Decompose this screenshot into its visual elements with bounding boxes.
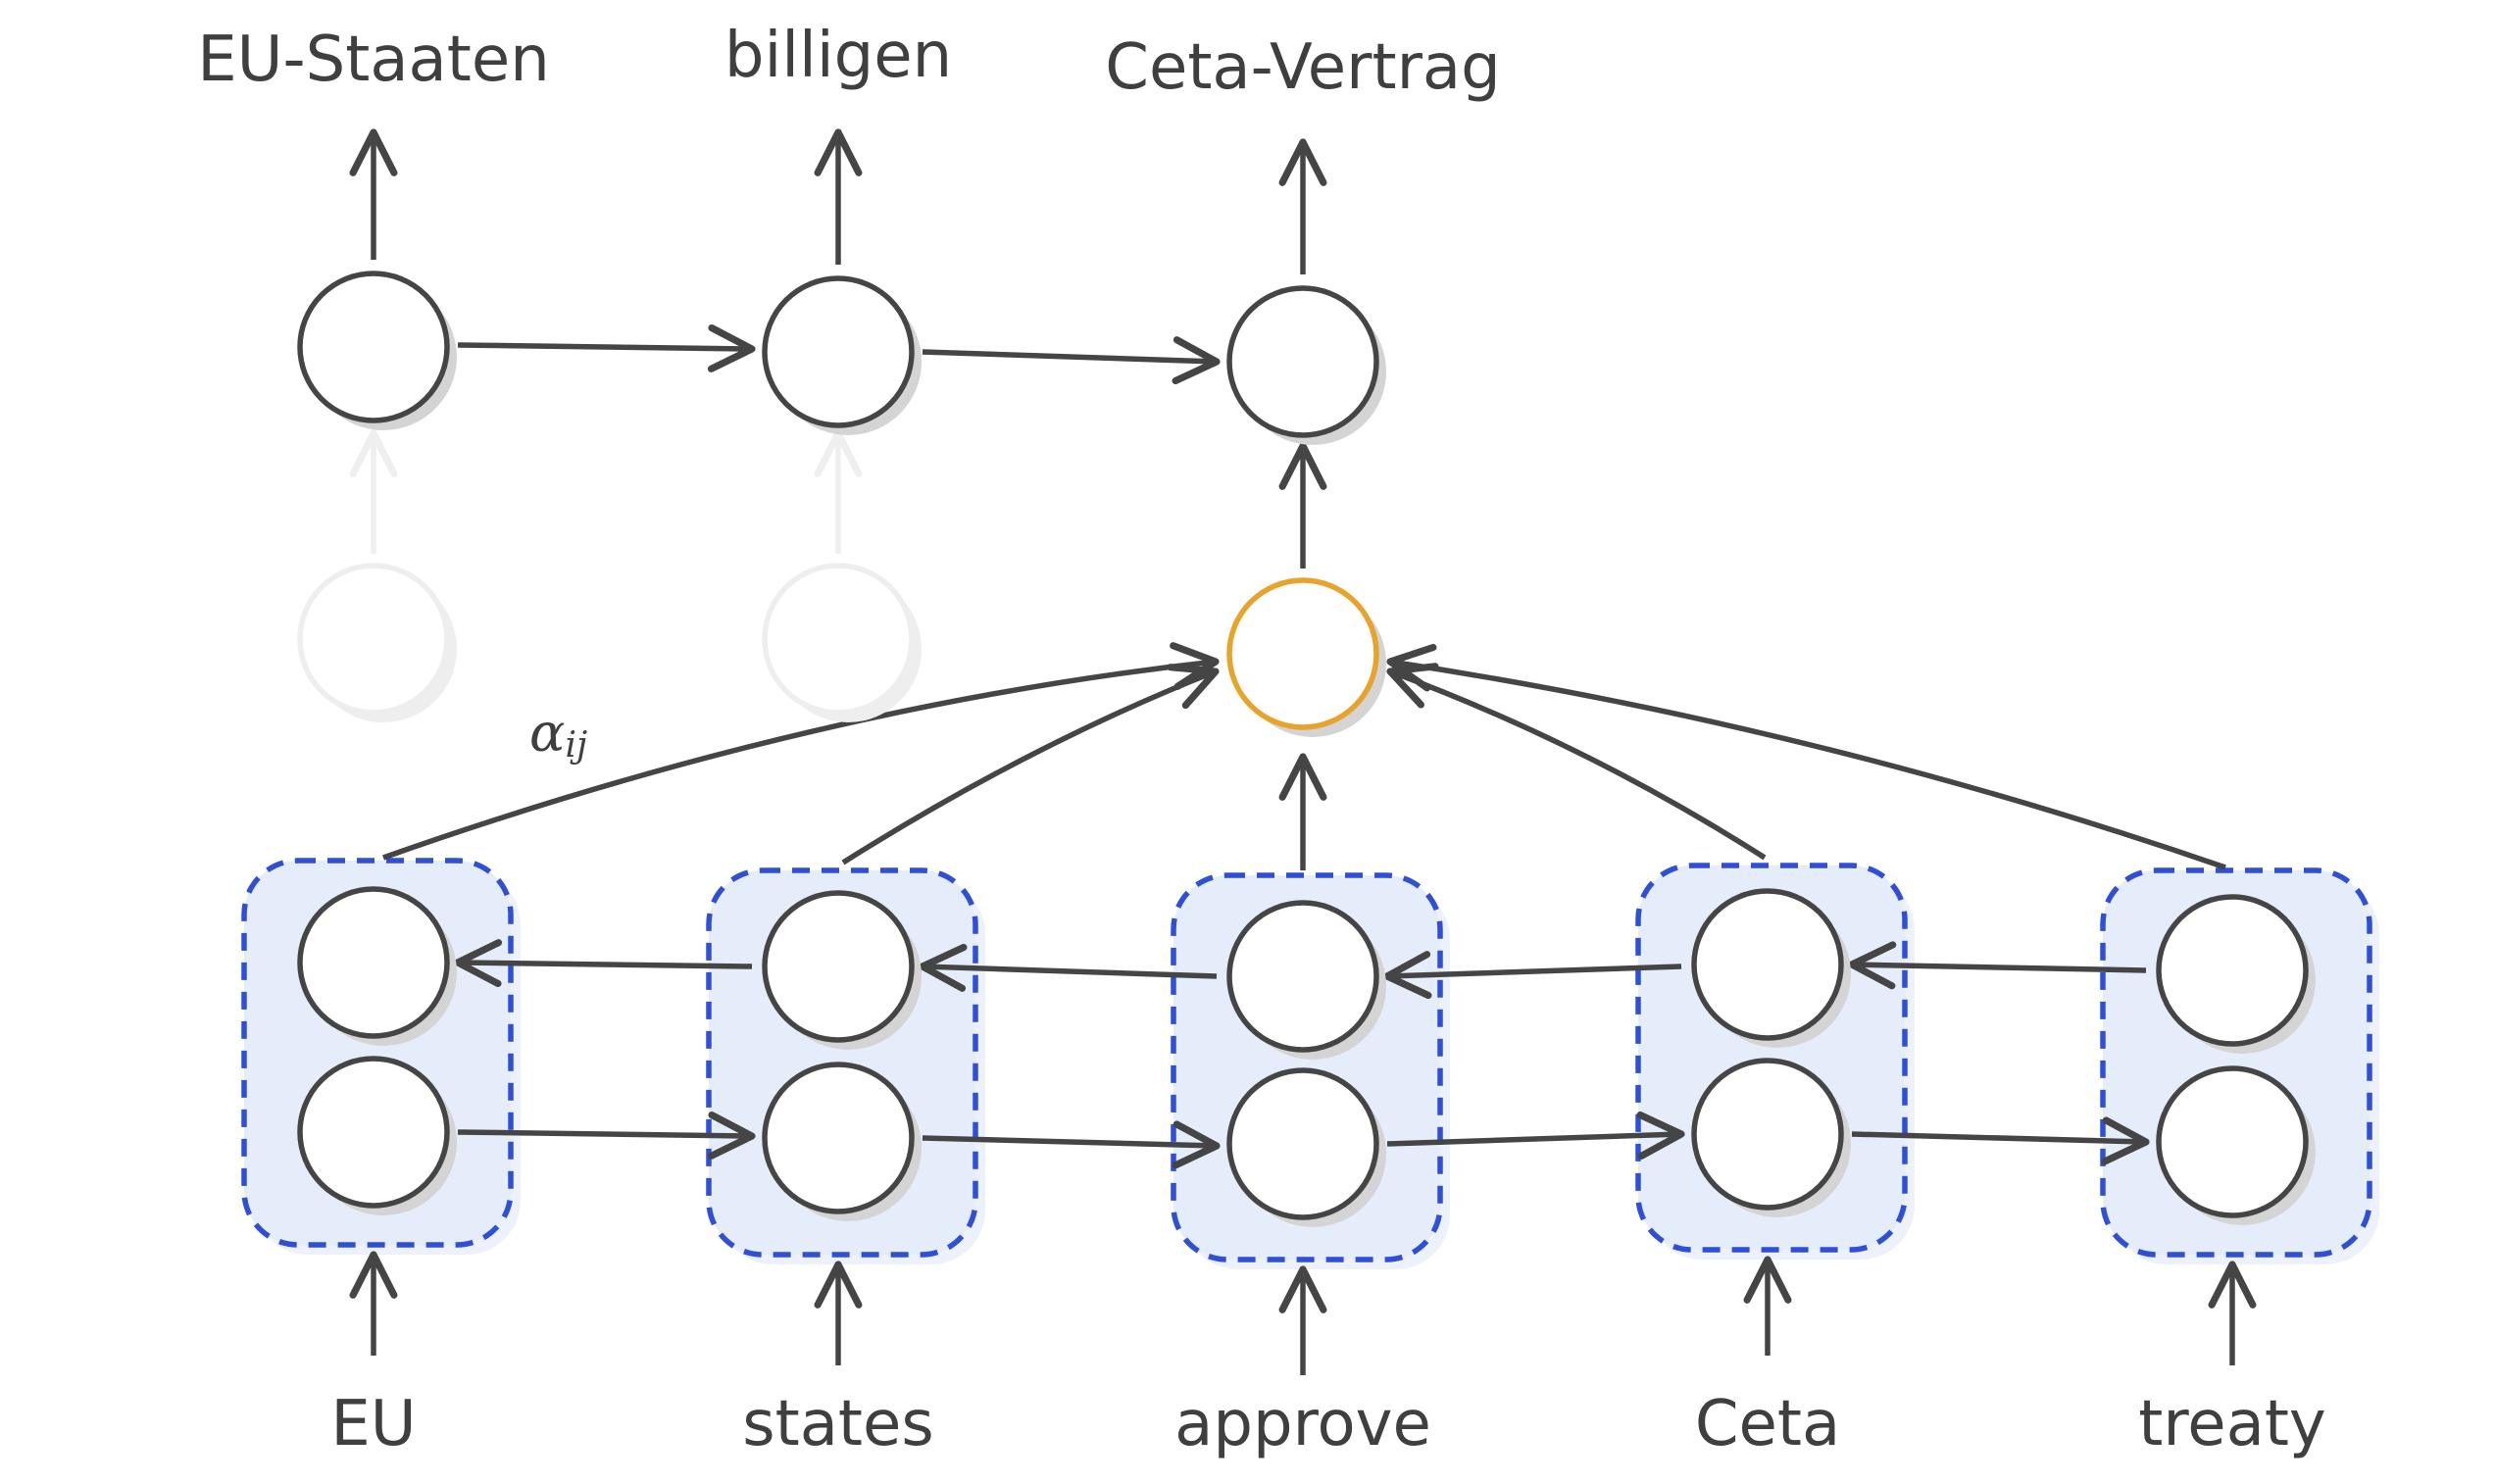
- encoder-backward-arrows: [454, 939, 2147, 1000]
- output-word-3: Ceta-Vertrag: [1105, 31, 1500, 104]
- output-word-2: billigen: [724, 20, 952, 92]
- input-word-2: states: [742, 1388, 933, 1460]
- input-word-4: Ceta: [1695, 1388, 1840, 1460]
- alpha-symbol: α: [529, 702, 565, 764]
- context-vector-node: [1226, 577, 1386, 737]
- alpha-subscript: ij: [565, 725, 587, 766]
- decoder-node-1: [297, 271, 457, 430]
- output-word-1: EU-Staaten: [197, 24, 550, 96]
- input-arrows: [349, 1251, 2257, 1375]
- encoder-nodes: [297, 886, 2316, 1227]
- decoder-node-3: [1226, 285, 1386, 445]
- decoder-output-arrows: [349, 128, 1327, 274]
- decoder-recurrent-arrows: [457, 323, 1221, 385]
- encoder-forward-arrows: [457, 1111, 2150, 1169]
- input-word-1: EU: [330, 1388, 416, 1460]
- decoder-node-2: [762, 275, 922, 435]
- attention-arrows: [382, 642, 2226, 870]
- faded-previous-contexts: [297, 429, 922, 722]
- attention-weight-label: αij: [529, 702, 587, 766]
- input-word-5: treaty: [2138, 1388, 2326, 1460]
- input-word-3: approve: [1174, 1388, 1431, 1460]
